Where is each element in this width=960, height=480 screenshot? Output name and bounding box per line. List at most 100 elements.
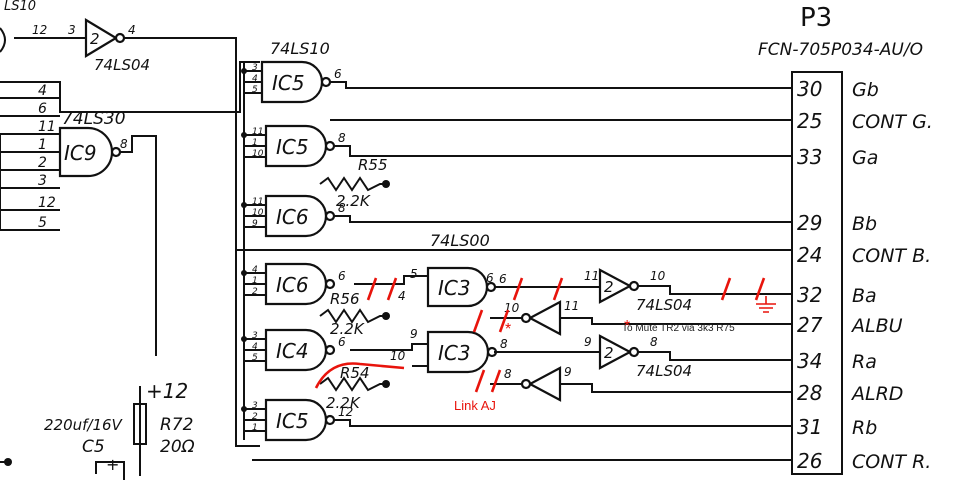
ic5c-out-pin: 12 [338,405,353,419]
ic3a-out-pin: 6 [499,272,507,286]
ic9-part: 74LS30 [62,109,126,129]
ic9-bubble [110,146,122,158]
pin-signal: ALBU [850,315,903,337]
cut-mark-6 [472,309,484,333]
inverter-3 [527,366,562,402]
ic6a-bubble [324,210,336,222]
ic4-to-ic3b [350,343,428,351]
ic4-label: IC4 [276,339,309,363]
mute-star: * [624,318,630,335]
inverter-1 [598,334,633,370]
r55-name: R55 [358,156,388,174]
supply-label: +12 [146,379,188,403]
corner-part: LS10 [4,0,36,14]
left-bottom-dot [4,458,12,466]
vertical-bus [124,37,260,447]
r54-value: 2.2K [326,394,361,412]
ic9-input-pin: 6 [38,101,47,117]
pin-signal: Ba [852,285,877,307]
ic4-input-pin: 3 [252,331,258,341]
inverter-2 [527,300,562,336]
ic3b-in2-pin: 10 [390,349,406,363]
ic6b-out-pin: 6 [338,269,346,283]
r54-resistor [319,376,386,392]
ic5a-out-pin: 6 [334,67,342,81]
cut-mark-5 [754,277,766,301]
r54-node [382,380,390,388]
inverter-in-pin-0: 11 [584,269,599,283]
ic5b-input-pin: 1 [252,138,258,148]
pin-signal: CONT G. [852,111,933,133]
connector-title: P3 [800,3,832,33]
c5-name: C5 [82,437,105,457]
top-ls04: 74LS04 [94,56,150,74]
ic5c-input-pin: 3 [252,401,258,411]
albu-star: * [505,321,511,338]
top-inverter [84,18,119,58]
inverter-0 [598,268,633,304]
ic5a-bubble [320,76,332,88]
inverter-out-pin-0: 10 [650,269,666,283]
ic9-input-pin: 4 [38,83,47,99]
ic3b-in-pin: 9 [410,327,418,341]
ic5c-input-pin: 2 [252,412,258,422]
ic5a-label: IC5 [272,71,305,95]
pin-number: 32 [797,283,822,307]
ic9-input-pin: 12 [38,195,56,211]
r55-value: 2.2K [336,192,371,210]
pin-number: 26 [797,449,822,473]
link-aj-label: Link AJ [454,398,496,413]
ic6a-out-pin: 8 [338,201,346,215]
ic3a-out-pin: 6 [486,271,494,285]
ic6a-output-wire [334,215,792,223]
inverter-out-pin-1: 8 [650,335,658,349]
ic9-input-pin: 2 [38,155,47,171]
pin-signal: Ga [852,147,878,169]
inverter-label-0: 2 [604,278,614,296]
inverter-bubble-3 [520,378,532,390]
r56-node [382,312,390,320]
link-aj-wire [314,362,405,389]
r72-name: R72 [160,415,193,435]
ic6a-input-pin: 9 [252,219,258,229]
cut-mark-3 [552,277,564,301]
ic9-input-pin: 11 [38,119,56,135]
pin-signal: CONT R. [852,451,931,473]
ic6b-input-pin: 2 [252,287,258,297]
r56-value: 2.2K [330,320,365,338]
r55-node [382,180,390,188]
ic6b-label: IC6 [276,273,309,297]
c5-lead [95,461,125,480]
cut-mark-1 [386,277,398,301]
ic5c-label: IC5 [276,409,309,433]
ic5b-bubble [324,140,336,152]
pin-signal: CONT B. [852,245,931,267]
ic9-input-pin: 1 [38,137,47,153]
ic5a-input-pin: 4 [252,74,258,84]
ic5b-label: IC5 [276,135,309,159]
r56-name: R56 [330,290,360,308]
ic5a-output-wire [330,81,792,89]
pin-number: 29 [797,211,822,235]
inverter-bubble-0 [628,280,640,292]
ic6a-input-pin: 11 [252,197,263,207]
ic6a-label: IC6 [276,205,309,229]
r56-resistor [319,308,386,324]
ic5b-input-pin: 10 [252,149,264,159]
pin-number: 25 [797,109,822,133]
r55-resistor [319,176,386,192]
top-inverter-bubble [114,32,126,44]
top-inv-in: 3 [68,23,76,37]
inverter-in-wire-3 [560,383,792,393]
pin-number: 30 [797,77,822,101]
top-inv-out: 4 [128,23,136,37]
ic4-out-pin: 6 [338,335,346,349]
ic9-label: IC9 [64,141,97,165]
pin-number: 34 [797,349,822,373]
ic3a-label: IC3 [438,276,471,300]
connector-body [791,71,843,475]
mute-note: To Mute TR2 via 3k3 R75 [622,323,735,334]
ic9-out-pin: 8 [120,137,128,151]
